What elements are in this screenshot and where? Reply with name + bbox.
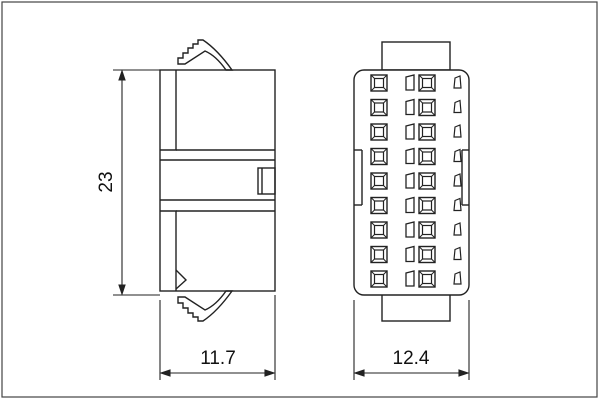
- top-latch: [177, 39, 234, 71]
- cavity-left-inner-9: [373, 273, 385, 285]
- cavity-left-bevel-8: [370, 246, 388, 263]
- cavity-left-inner-5: [373, 175, 385, 187]
- cavity-mid-bevel-5: [418, 172, 436, 190]
- side-width-dimension: [159, 295, 276, 380]
- side-view: [159, 39, 276, 322]
- right-lance-8: [453, 246, 462, 261]
- cavity-mid-inner-7: [421, 224, 433, 236]
- cavity-left-9: [370, 270, 388, 288]
- cavity-left-8: [370, 245, 388, 264]
- height-arrow-bottom: [118, 284, 126, 296]
- right-lance-2: [453, 99, 462, 114]
- front-view: [353, 41, 470, 322]
- cavity-mid-inner-3: [421, 126, 433, 138]
- cavity-mid-bevel-4: [418, 148, 436, 165]
- cavity-left-inner-7: [373, 224, 385, 236]
- key-triangle: [175, 269, 188, 290]
- cavity-left-bevel-9: [370, 270, 388, 288]
- latch-tab-2: [405, 98, 415, 116]
- cavity-mid-9: [418, 270, 436, 288]
- latch-tab-5: [405, 172, 415, 189]
- right-lance-7: [453, 222, 462, 236]
- cavity-left-inner-8: [373, 249, 385, 260]
- right-lance-1: [453, 75, 462, 89]
- cavity-mid-inner-1: [421, 77, 433, 89]
- cavity-left-6: [370, 196, 388, 215]
- cavity-left-3: [370, 123, 388, 141]
- cavity-mid-bevel-6: [418, 197, 436, 214]
- right-lance-5: [453, 173, 462, 187]
- cavity-mid-7: [418, 221, 436, 239]
- cavity-left-inner-6: [373, 200, 385, 211]
- cavity-left-bevel-4: [370, 148, 388, 165]
- height-arrow-top: [118, 69, 126, 81]
- cavity-mid-bevel-1: [418, 74, 436, 92]
- cavity-left-bevel-5: [370, 172, 388, 190]
- right-lance-9: [453, 271, 462, 285]
- cavity-left-inner-4: [373, 151, 385, 162]
- side-width-arrow-left: [159, 369, 171, 377]
- latch-tab-4: [405, 147, 415, 165]
- front-width-label: 12.4: [393, 348, 430, 369]
- cavity-mid-bevel-2: [418, 99, 436, 116]
- side-lock-window: [257, 167, 276, 195]
- cavity-mid-inner-5: [421, 175, 433, 187]
- right-lance-6: [453, 197, 462, 212]
- cavity-left-1: [370, 74, 388, 92]
- cavity-left-inner-3: [373, 126, 385, 138]
- latch-tab-9: [405, 270, 415, 287]
- cavity-mid-bevel-8: [418, 246, 436, 263]
- right-lance-4: [453, 148, 462, 163]
- side-width-arrow-right: [264, 369, 276, 377]
- cavity-left-5: [370, 172, 388, 190]
- bottom-latch: [177, 290, 234, 322]
- cavity-mid-3: [418, 123, 436, 141]
- cavity-mid-inner-4: [421, 151, 433, 162]
- cavity-mid-5: [418, 172, 436, 190]
- cavity-mid-bevel-9: [418, 270, 436, 288]
- cavity-left-7: [370, 221, 388, 239]
- cavity-left-bevel-6: [370, 197, 388, 214]
- front-top-lug: [381, 41, 451, 71]
- right-lance-3: [453, 124, 462, 138]
- cavity-mid-1: [418, 74, 436, 92]
- cavity-mid-6: [418, 196, 436, 215]
- front-body: [353, 69, 470, 296]
- latch-tab-3: [405, 123, 415, 140]
- latch-tab-7: [405, 221, 415, 238]
- latch-tab-8: [405, 245, 415, 263]
- height-dimension: [113, 69, 160, 296]
- cavity-mid-bevel-7: [418, 221, 436, 239]
- front-cavities: [370, 74, 462, 288]
- cavity-left-bevel-1: [370, 74, 388, 92]
- height-label: 23: [96, 171, 117, 192]
- front-width-arrow-right: [458, 369, 470, 377]
- front-width-arrow-left: [353, 369, 365, 377]
- cavity-mid-8: [418, 245, 436, 264]
- front-width-dimension: [353, 300, 470, 380]
- cavity-mid-inner-6: [421, 200, 433, 211]
- side-upper-inner: [160, 70, 177, 151]
- cavity-mid-inner-9: [421, 273, 433, 285]
- latch-tab-6: [405, 196, 415, 214]
- cavity-mid-inner-2: [421, 102, 433, 113]
- cavity-left-inner-1: [373, 77, 385, 89]
- cavity-left-bevel-3: [370, 123, 388, 141]
- cavity-left-inner-2: [373, 102, 385, 113]
- cavity-left-4: [370, 147, 388, 166]
- cavity-left-bevel-2: [370, 99, 388, 116]
- cavity-left-2: [370, 98, 388, 117]
- cavity-mid-2: [418, 98, 436, 117]
- side-lower-inner: [160, 210, 177, 291]
- cavity-mid-inner-8: [421, 249, 433, 260]
- cavity-mid-bevel-3: [418, 123, 436, 141]
- side-width-label: 11.7: [200, 348, 236, 369]
- latch-tab-1: [405, 74, 415, 91]
- cavity-mid-4: [418, 147, 436, 166]
- cavity-left-bevel-7: [370, 221, 388, 239]
